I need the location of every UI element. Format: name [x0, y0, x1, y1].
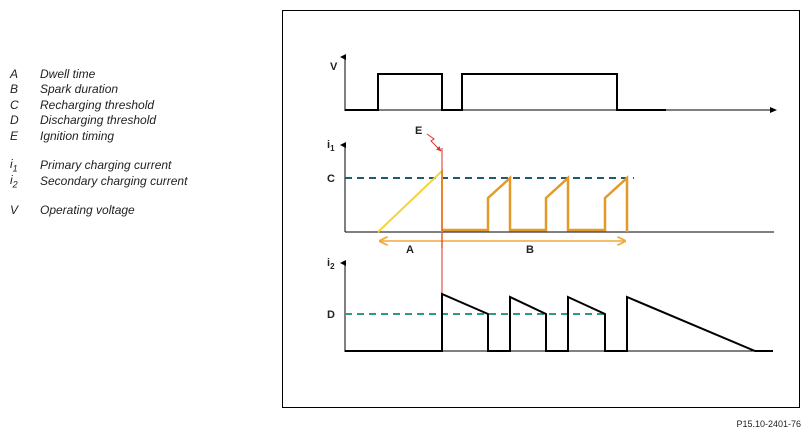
i2-label: i2 [327, 257, 335, 271]
legend-key: B [10, 82, 19, 97]
primary-charge-ramp [377, 168, 443, 233]
legend-item-e: E Ignition timing [10, 128, 187, 144]
diagram-svg: V i1 C A B E i2 D [327, 54, 777, 352]
legend-item-v: V Operating voltage [10, 203, 187, 219]
legend-desc: Spark duration [40, 82, 119, 97]
legend-item-b: B Spark duration [10, 82, 187, 98]
v-time-arrow [770, 107, 777, 113]
legend-key: E [10, 128, 19, 143]
a-label: A [406, 244, 414, 256]
legend-key: i2 [10, 172, 18, 189]
legend-item-i2: i2 Secondary charging current [10, 173, 187, 189]
legend-key: D [10, 113, 19, 128]
legend-desc: Operating voltage [40, 203, 135, 218]
legend-key: A [10, 66, 19, 81]
primary-recharge-signal [442, 175, 629, 232]
secondary-current-signal [345, 292, 773, 352]
legend-item-c: C Recharging threshold [10, 97, 187, 113]
d-label: D [327, 309, 335, 321]
ignition-arrow [426, 133, 442, 152]
e-label: E [415, 125, 422, 137]
voltage-signal [345, 73, 666, 111]
c-label: C [327, 173, 335, 185]
figure-reference: P15.10-2401-76 [736, 419, 801, 429]
ignition-timing-diagram: V i1 C A B E i2 D [282, 10, 800, 408]
legend-item-d: D Discharging threshold [10, 113, 187, 129]
legend-desc: Recharging threshold [40, 97, 155, 112]
ignition-marker: E [415, 125, 443, 352]
primary-current-panel: i1 C A B [327, 139, 774, 256]
legend-key: C [10, 97, 19, 112]
v-label: V [330, 61, 338, 73]
legend-item-i1: i1 Primary charging current [10, 157, 187, 174]
legend-key: i1 [10, 157, 18, 174]
b-label: B [526, 244, 534, 256]
legend-key: V [10, 203, 19, 218]
legend-item-a: A Dwell time [10, 66, 187, 82]
voltage-panel: V [330, 54, 777, 113]
legend-desc: Ignition timing [40, 128, 115, 143]
i1-label: i1 [327, 139, 335, 153]
legend-desc: Dwell time [40, 66, 96, 81]
legend-desc: Secondary charging current [40, 173, 188, 188]
legend: A Dwell time B Spark duration C Rechargi… [10, 66, 187, 218]
legend-desc: Discharging threshold [40, 113, 157, 128]
legend-desc: Primary charging current [40, 158, 172, 173]
secondary-current-panel: i2 D [327, 257, 773, 352]
